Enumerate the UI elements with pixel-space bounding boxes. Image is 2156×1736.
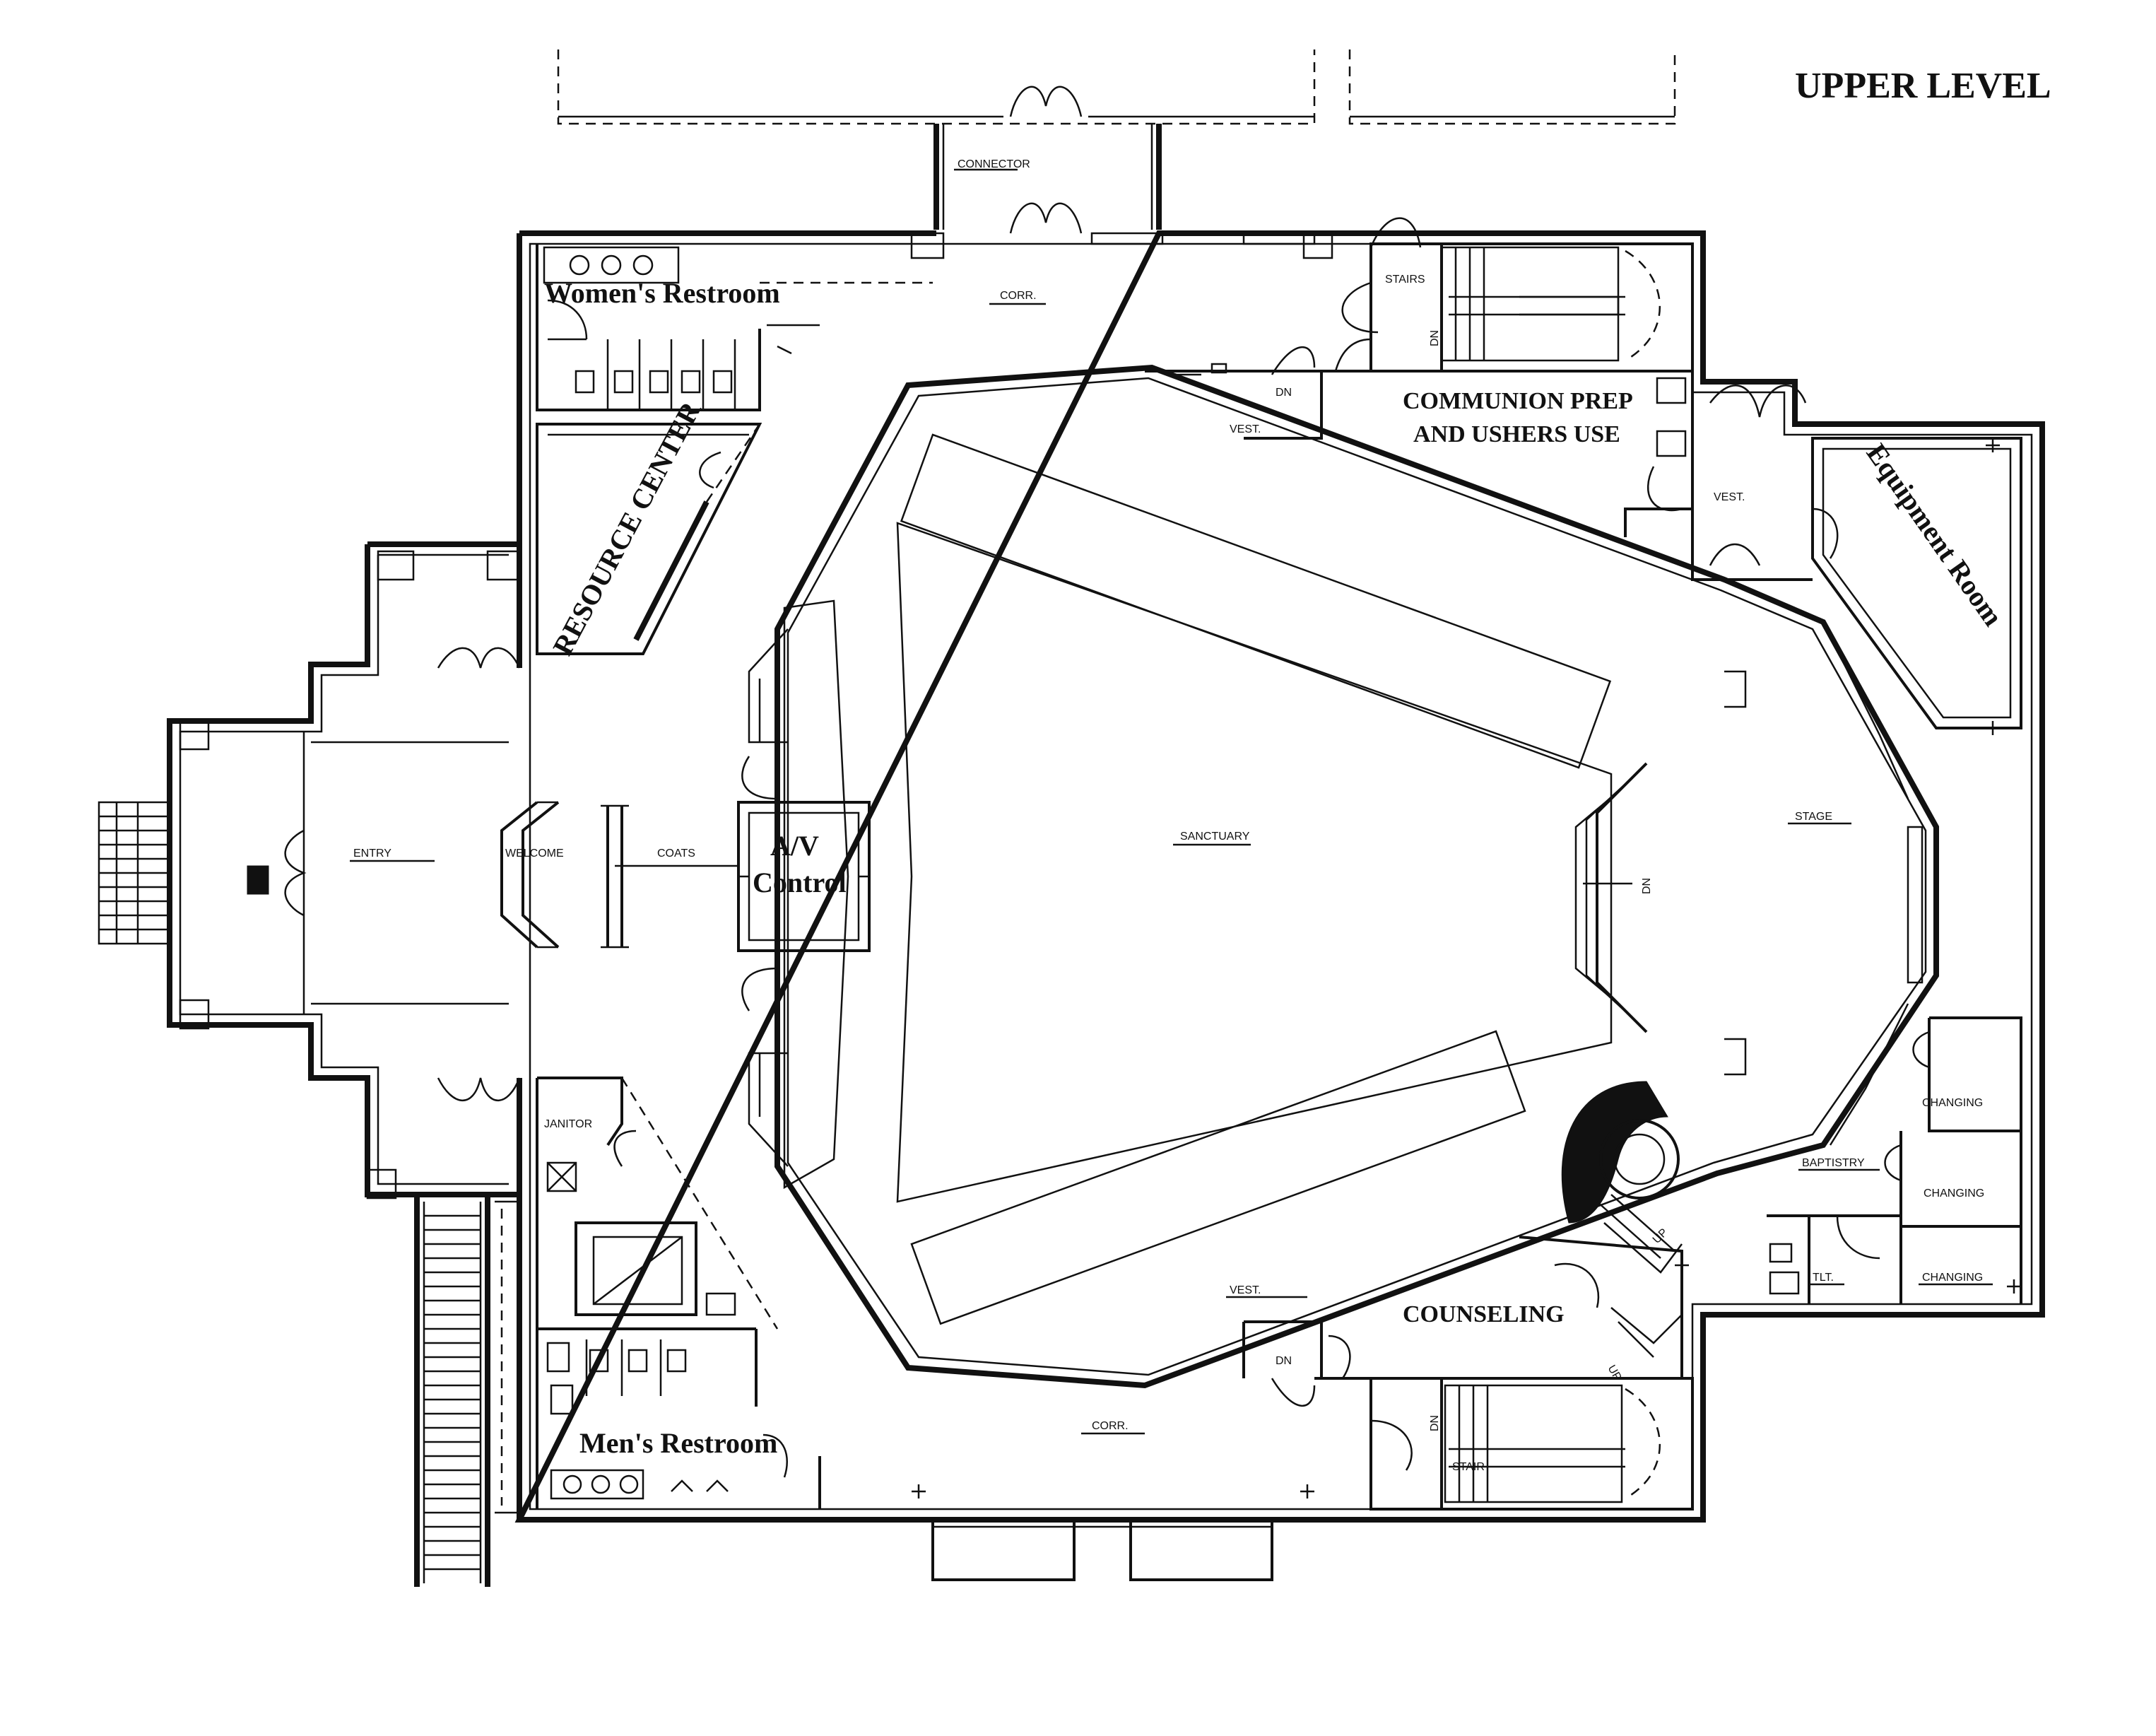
up-label-2: UP <box>1606 1363 1624 1383</box>
tlt-label: TLT. <box>1813 1272 1834 1284</box>
equipment-room-label: Equipment Room <box>1861 438 2010 631</box>
mens-restroom-label: Men's Restroom <box>579 1427 777 1459</box>
resource-center-walls <box>536 423 762 655</box>
corridor-top-label: CORR. <box>1000 290 1037 302</box>
dn-label-4: DN <box>1276 1355 1292 1367</box>
vest-bottom-label: VEST. <box>1230 1284 1261 1296</box>
adjacent-building-outline <box>557 49 1676 125</box>
welcome-desk <box>500 801 629 949</box>
changing-label-2: CHANGING <box>1924 1187 1984 1200</box>
southwest-exterior-stairs <box>414 1195 521 1587</box>
up-label-1: UP <box>1651 1226 1671 1246</box>
janitor-elevator-block <box>536 1077 779 1330</box>
vestibule-north <box>1145 346 1323 440</box>
west-exterior-stairs <box>98 801 171 945</box>
womens-restroom-fixtures <box>536 244 933 411</box>
baptistry-spiral-stair <box>1561 1081 1683 1274</box>
stairs-top-label: STAIRS <box>1385 274 1425 286</box>
changing-label-1: CHANGING <box>1922 1097 1983 1109</box>
av-control-label-line1: A/V <box>770 830 819 862</box>
stage-label: STAGE <box>1795 811 1832 823</box>
corridor-bottom-label: CORR. <box>1092 1420 1129 1432</box>
connector <box>933 86 1162 234</box>
entry-label: ENTRY <box>353 848 391 860</box>
communion-prep-label-line1: COMMUNION PREP <box>1403 388 1633 414</box>
baptistry-label: BAPTISTRY <box>1802 1157 1865 1169</box>
vest-top-label: VEST. <box>1230 423 1261 435</box>
stairs-bottom-label: STAIR <box>1452 1461 1485 1473</box>
dn-label-3: DN <box>1641 878 1653 894</box>
womens-restroom-label: Women's Restroom <box>544 277 780 309</box>
sanctuary-label: SANCTUARY <box>1180 831 1250 843</box>
entry-wing <box>98 541 521 1200</box>
dn-label-2: DN <box>1276 387 1292 399</box>
changing-label-3: CHANGING <box>1922 1272 1983 1284</box>
vestibule-south <box>1242 1320 1351 1407</box>
dn-label-1: DN <box>1429 330 1441 346</box>
av-control-booth <box>737 801 871 952</box>
connector-label: CONNECTOR <box>958 158 1030 170</box>
communion-prep-label-line2: AND USHERS USE <box>1413 421 1620 447</box>
equipment-room-walls <box>1811 437 2022 735</box>
vest-right-label: VEST. <box>1714 491 1745 503</box>
changing-rooms <box>1767 1016 2022 1304</box>
sanctuary-walls <box>741 364 1939 1389</box>
janitor-label: JANITOR <box>544 1118 592 1130</box>
plan-title: UPPER LEVEL <box>1795 66 2051 106</box>
stage <box>1574 635 1924 1146</box>
coats-label: COATS <box>657 848 695 860</box>
stairs-south-east <box>1369 1377 1694 1511</box>
south-entrance-boxes <box>931 1520 1273 1581</box>
counseling-label: COUNSELING <box>1403 1301 1565 1327</box>
av-control-label-line2: Control <box>753 867 847 898</box>
mens-restroom-fixtures <box>536 1329 821 1509</box>
top-radiators <box>910 232 1333 259</box>
dn-label-5: DN <box>1429 1415 1441 1431</box>
welcome-label: WELCOME <box>505 848 564 860</box>
stairs-north-east <box>1341 217 1694 373</box>
vestibule-east <box>1691 385 1839 581</box>
